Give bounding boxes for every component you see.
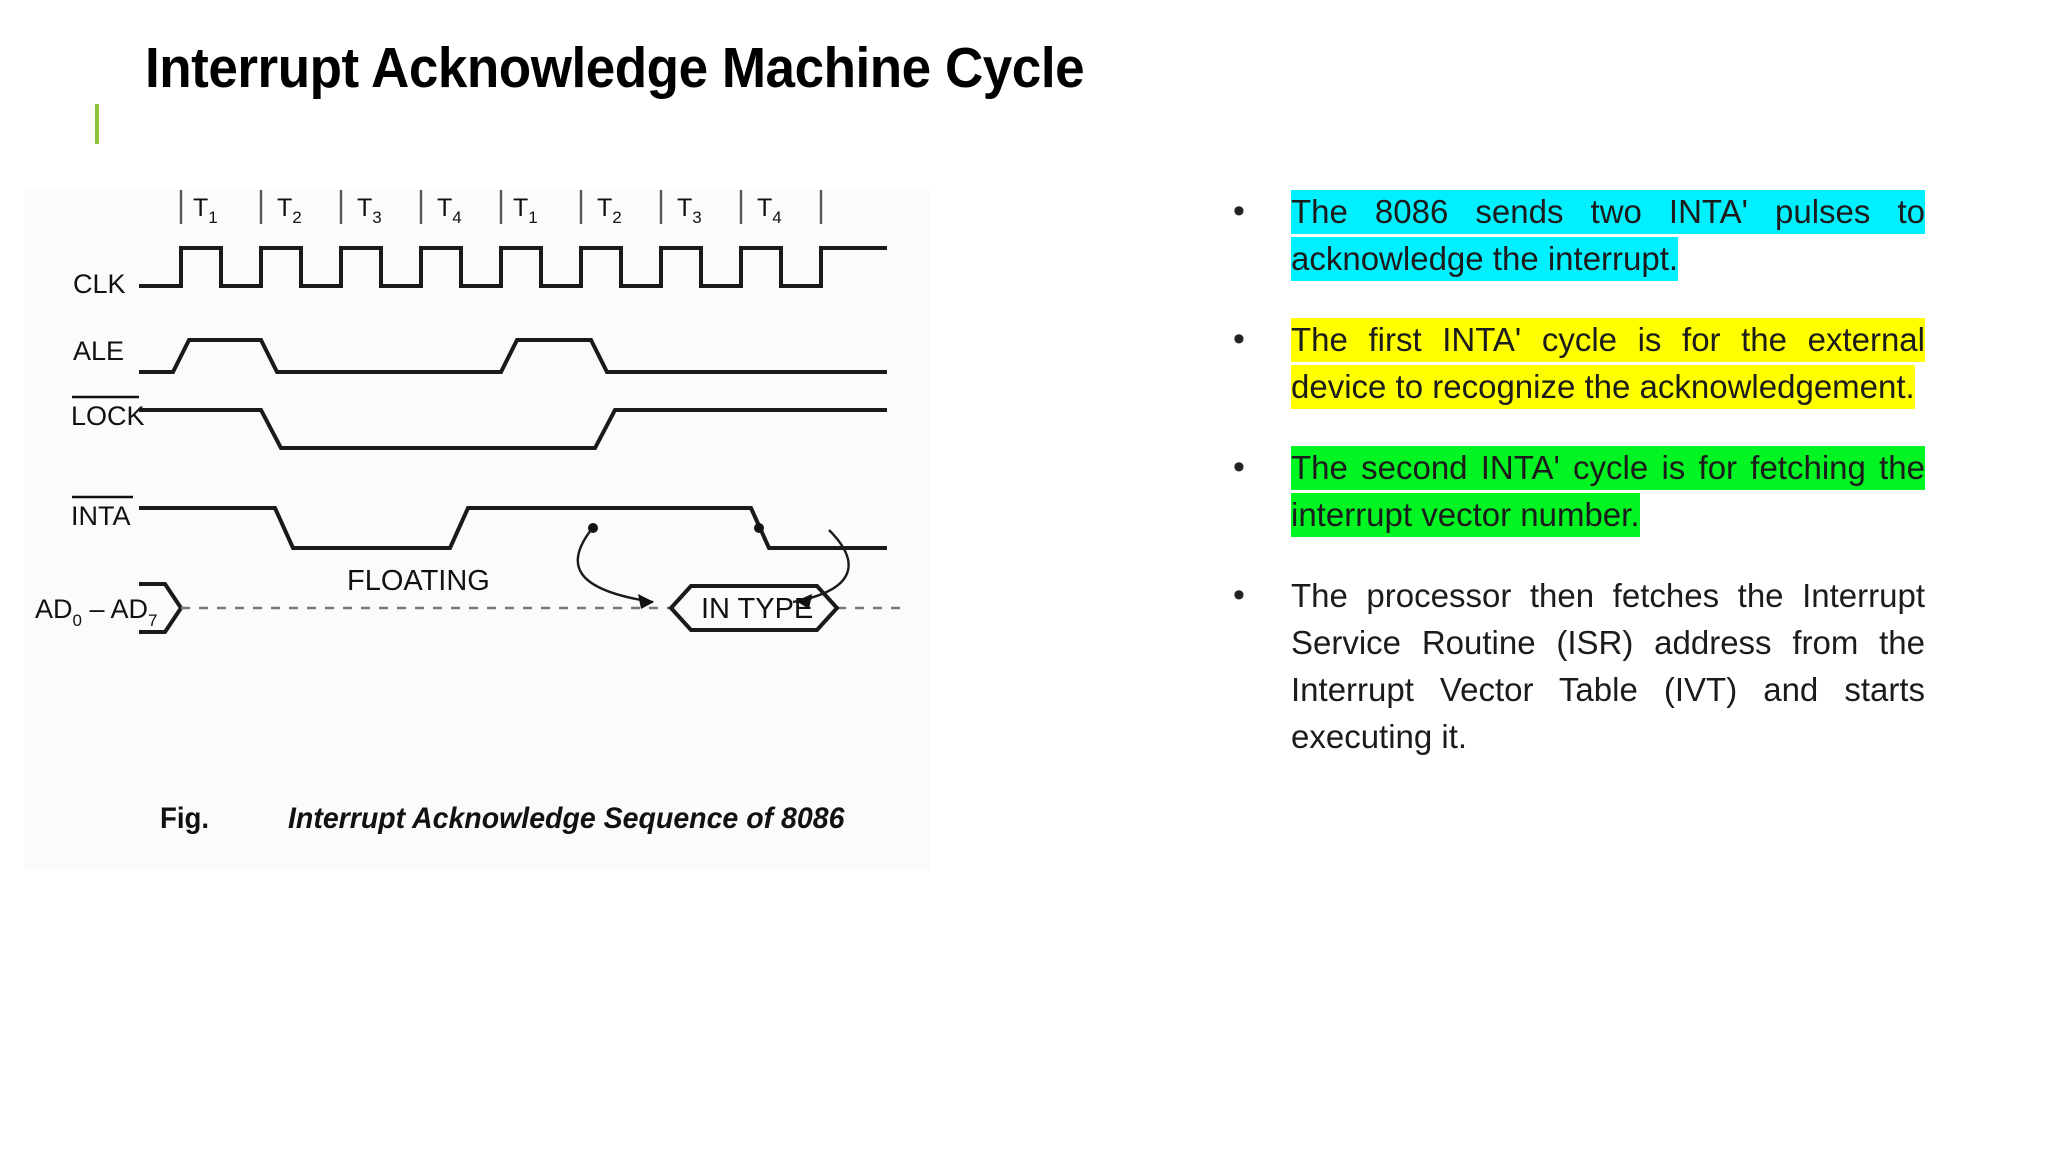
svg-text:LOCK: LOCK bbox=[71, 401, 145, 431]
tstate-label-1: T2 bbox=[277, 194, 302, 227]
waveform-ale bbox=[139, 338, 887, 374]
bullet-body: The 8086 sends two INTA' pulses to ackno… bbox=[1291, 188, 1925, 282]
bullet-marker: • bbox=[1233, 448, 1245, 486]
tstate-label-0: T1 bbox=[193, 194, 218, 227]
figure-caption: Fig. Interrupt Acknowledge Sequence of 80… bbox=[25, 802, 930, 836]
svg-text:AD0 – AD7: AD0 – AD7 bbox=[35, 594, 158, 630]
signal-label-lock: LOCK bbox=[71, 395, 145, 431]
bullet-highlight-text: The second INTA' cycle is for fetching t… bbox=[1291, 446, 1925, 537]
bus-floating-label: FLOATING bbox=[347, 565, 490, 597]
bus-data-hexagon bbox=[668, 584, 840, 632]
page-title: Interrupt Acknowledge Machine Cycle bbox=[145, 36, 1085, 100]
bullet-inta-pulses: • The 8086 sends two INTA' pulses to ack… bbox=[1225, 188, 1925, 282]
accent-tick bbox=[95, 104, 99, 144]
tstate-label-3: T4 bbox=[437, 194, 462, 227]
bullet-body: The second INTA' cycle is for fetching t… bbox=[1291, 444, 1925, 538]
bullet-highlight-text: The first INTA' cycle is for the externa… bbox=[1291, 318, 1925, 409]
tstate-label-2: T3 bbox=[357, 194, 382, 227]
tstate-label-6: T3 bbox=[677, 194, 702, 227]
inta-arrow-origin-2 bbox=[754, 523, 764, 533]
figure-caption-prefix: Fig. bbox=[160, 802, 210, 835]
bullet-marker: • bbox=[1233, 192, 1245, 230]
waveform-lock bbox=[139, 408, 887, 450]
bullet-body: The processor then fetches the Interrupt… bbox=[1291, 572, 1925, 760]
inta-to-bus-arrows bbox=[576, 529, 850, 609]
signal-label-clk: CLK bbox=[73, 269, 126, 299]
svg-text:INTA: INTA bbox=[71, 501, 131, 531]
tstate-label-5: T2 bbox=[597, 194, 622, 227]
tstate-label-7: T4 bbox=[757, 194, 782, 227]
bullet-list: • The 8086 sends two INTA' pulses to ack… bbox=[1225, 188, 1925, 794]
timing-diagram-figure: T1 T2 T3 T4 T1 T2 T3 T4 CLK ALE LOCK INT… bbox=[25, 190, 930, 870]
signal-label-ale: ALE bbox=[73, 336, 124, 366]
waveform-inta bbox=[139, 506, 887, 550]
bullet-isr-fetch: • The processor then fetches the Interru… bbox=[1225, 572, 1925, 760]
bus-data-label: IN TYPE bbox=[701, 593, 813, 625]
bullet-marker: • bbox=[1233, 320, 1245, 358]
bullet-body: The first INTA' cycle is for the externa… bbox=[1291, 316, 1925, 410]
figure-caption-text: Interrupt Acknowledge Sequence of 8086 bbox=[288, 802, 845, 835]
waveform-clk bbox=[139, 246, 887, 288]
bullet-plain-text: The processor then fetches the Interrupt… bbox=[1291, 577, 1925, 755]
bullet-second-cycle: • The second INTA' cycle is for fetching… bbox=[1225, 444, 1925, 538]
timing-diagram-svg: T1 T2 T3 T4 T1 T2 T3 T4 CLK ALE LOCK INT… bbox=[35, 190, 905, 634]
tstate-label-4: T1 bbox=[513, 194, 538, 227]
signal-label-inta: INTA bbox=[71, 495, 133, 531]
bullet-highlight-text: The 8086 sends two INTA' pulses to ackno… bbox=[1291, 190, 1925, 281]
tstate-axis: T1 T2 T3 T4 T1 T2 T3 T4 bbox=[179, 190, 823, 227]
bullet-first-cycle: • The first INTA' cycle is for the exter… bbox=[1225, 316, 1925, 410]
bullet-marker: • bbox=[1233, 576, 1245, 614]
signal-label-ad-bus: AD0 – AD7 bbox=[35, 594, 158, 630]
